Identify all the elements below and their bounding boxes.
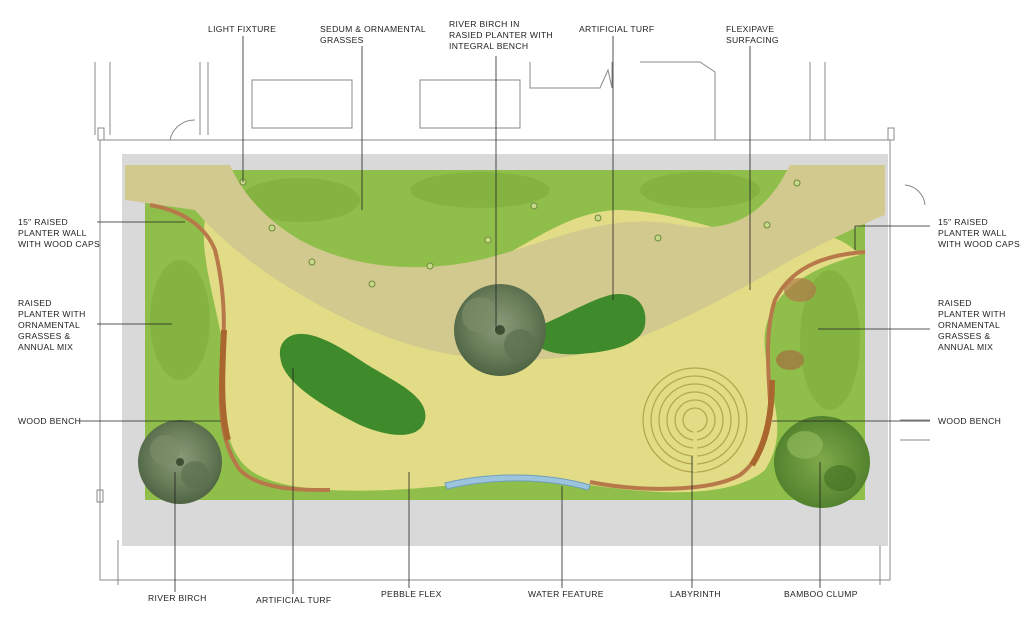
label-raised-planter-left-3: ORNAMENTAL bbox=[18, 320, 80, 330]
label-flexipave-2: SURFACING bbox=[726, 35, 779, 45]
label-flexipave-1: FLEXIPAVE bbox=[726, 24, 774, 34]
label-river-birch-planter-3: INTEGRAL BENCH bbox=[449, 41, 528, 51]
label-raised-planter-right-3: ORNAMENTAL bbox=[938, 320, 1000, 330]
label-bamboo-clump: BAMBOO CLUMP bbox=[784, 589, 858, 599]
label-water-feature: WATER FEATURE bbox=[528, 589, 604, 599]
bamboo-clump-plant bbox=[774, 416, 870, 508]
label-raised-wall-left-2: PLANTER WALL bbox=[18, 228, 87, 238]
label-raised-wall-right-1: 15" RAISED bbox=[938, 217, 988, 227]
label-wood-bench-right: WOOD BENCH bbox=[938, 416, 1001, 426]
label-wood-bench-left: WOOD BENCH bbox=[18, 416, 81, 426]
label-raised-planter-right-1: RAISED bbox=[938, 298, 972, 308]
grass-texture bbox=[150, 172, 860, 410]
label-raised-planter-left-5: ANNUAL MIX bbox=[18, 342, 73, 352]
label-raised-planter-left-1: RAISED bbox=[18, 298, 52, 308]
light-fixtures bbox=[239, 178, 801, 288]
label-river-birch: RIVER BIRCH bbox=[148, 593, 207, 603]
labyrinth-pattern bbox=[642, 367, 748, 473]
river-birch-left-tree bbox=[138, 420, 222, 504]
label-river-birch-planter-1: RIVER BIRCH IN bbox=[449, 19, 520, 29]
label-sedum-2: GRASSES bbox=[320, 35, 364, 45]
building-outline bbox=[94, 61, 930, 585]
wood-bench-right bbox=[749, 379, 775, 467]
annotation-labels: LIGHT FIXTURE SEDUM & ORNAMENTAL GRASSES… bbox=[18, 19, 1020, 605]
label-light-fixture: LIGHT FIXTURE bbox=[208, 24, 276, 34]
artificial-turf-left bbox=[279, 333, 426, 435]
label-raised-wall-left-1: 15" RAISED bbox=[18, 217, 68, 227]
label-artificial-turf-top: ARTIFICIAL TURF bbox=[579, 24, 655, 34]
flexipave-path bbox=[125, 165, 885, 360]
label-raised-planter-right-5: ANNUAL MIX bbox=[938, 342, 993, 352]
label-raised-planter-right-2: PLANTER WITH bbox=[938, 309, 1006, 319]
label-raised-planter-right-4: GRASSES & bbox=[938, 331, 990, 341]
wood-bench-left bbox=[219, 329, 231, 441]
river-birch-center-tree bbox=[454, 284, 546, 376]
label-pebble-flex: PEBBLE FLEX bbox=[381, 589, 442, 599]
water-feature-shape bbox=[444, 474, 591, 491]
leader-lines bbox=[80, 36, 930, 594]
label-sedum-1: SEDUM & ORNAMENTAL bbox=[320, 24, 426, 34]
label-artificial-turf-bottom: ARTIFICIAL TURF bbox=[256, 595, 332, 605]
label-raised-planter-left-2: PLANTER WITH bbox=[18, 309, 86, 319]
label-raised-planter-left-4: GRASSES & bbox=[18, 331, 70, 341]
label-labyrinth: LABYRINTH bbox=[670, 589, 721, 599]
label-river-birch-planter-2: RASIED PLANTER WITH bbox=[449, 30, 553, 40]
artificial-turf-right bbox=[530, 294, 646, 355]
ornamental-grasses-right bbox=[776, 278, 816, 370]
label-raised-wall-left-3: WITH WOOD CAPS bbox=[18, 239, 100, 249]
label-raised-wall-right-2: PLANTER WALL bbox=[938, 228, 1007, 238]
label-raised-wall-right-3: WITH WOOD CAPS bbox=[938, 239, 1020, 249]
